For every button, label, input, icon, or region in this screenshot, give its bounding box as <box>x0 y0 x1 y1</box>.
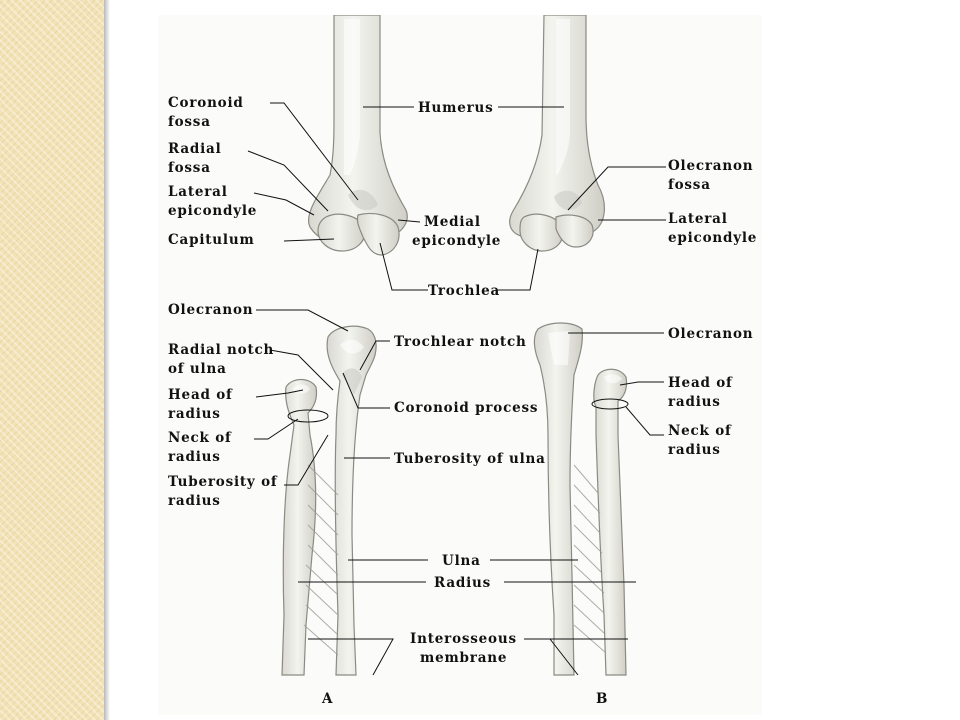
humerus-posterior <box>509 15 605 252</box>
forearm-anterior <box>281 325 377 676</box>
label-capitulum: Capitulum <box>168 232 255 248</box>
label-tuberosity-radius-1: Tuberosity of <box>168 474 278 490</box>
label-neck-radius-b-2: radius <box>668 442 721 458</box>
label-head-radius-b-1: Head of <box>668 375 733 391</box>
label-medial-epicondyle-1: Medial <box>424 214 481 230</box>
forearm-posterior <box>533 322 628 676</box>
label-humerus: Humerus <box>418 100 494 116</box>
decorative-sidebar <box>0 0 104 720</box>
label-coronoid-process: Coronoid process <box>394 400 538 416</box>
label-lateral-epicondyle-b-1: Lateral <box>668 211 728 227</box>
interosseous-membrane-a <box>303 464 339 656</box>
label-olecranon-fossa-2: fossa <box>668 177 711 193</box>
label-radial-fossa-2: fossa <box>168 160 211 176</box>
label-coronoid-fossa-2: fossa <box>168 114 211 130</box>
leader-lines <box>247 102 666 676</box>
elbow-anatomy-diagram: Coronoid fossa Radial fossa Lateral epic… <box>168 15 757 707</box>
label-coronoid-fossa-1: Coronoid <box>168 95 244 111</box>
label-trochlea: Trochlea <box>428 283 500 299</box>
label-tuberosity-ulna: Tuberosity of ulna <box>394 451 546 467</box>
label-lateral-epicondyle-b-2: epicondyle <box>668 230 757 246</box>
label-head-radius-b-2: radius <box>668 394 721 410</box>
label-panel-a: A <box>321 691 333 707</box>
label-radial-notch-2: of ulna <box>168 361 227 377</box>
label-lateral-epicondyle-a-2: epicondyle <box>168 203 257 219</box>
humerus-anterior <box>308 15 408 256</box>
label-interosseous-2: membrane <box>420 650 507 666</box>
figure-panel: Coronoid fossa Radial fossa Lateral epic… <box>158 15 762 715</box>
label-olecranon-a: Olecranon <box>168 302 253 318</box>
label-lateral-epicondyle-a-1: Lateral <box>168 184 228 200</box>
label-olecranon-fossa-1: Olecranon <box>668 158 753 174</box>
label-radius: Radius <box>434 575 491 591</box>
label-head-radius-a-2: radius <box>168 406 221 422</box>
label-layer: Coronoid fossa Radial fossa Lateral epic… <box>168 95 757 707</box>
label-trochlear-notch: Trochlear notch <box>394 334 527 350</box>
label-medial-epicondyle-2: epicondyle <box>412 233 501 249</box>
label-radial-fossa-1: Radial <box>168 141 222 157</box>
label-neck-radius-b-1: Neck of <box>668 423 732 439</box>
label-tuberosity-radius-2: radius <box>168 493 221 509</box>
label-neck-radius-a-2: radius <box>168 449 221 465</box>
label-neck-radius-a-1: Neck of <box>168 430 232 446</box>
label-radial-notch-1: Radial notch <box>168 342 274 358</box>
label-ulna: Ulna <box>442 553 481 569</box>
label-panel-b: B <box>596 691 608 707</box>
sidebar-shadow <box>104 0 110 720</box>
label-head-radius-a-1: Head of <box>168 387 233 403</box>
label-olecranon-b: Olecranon <box>668 326 753 342</box>
label-interosseous-1: Interosseous <box>410 631 517 647</box>
